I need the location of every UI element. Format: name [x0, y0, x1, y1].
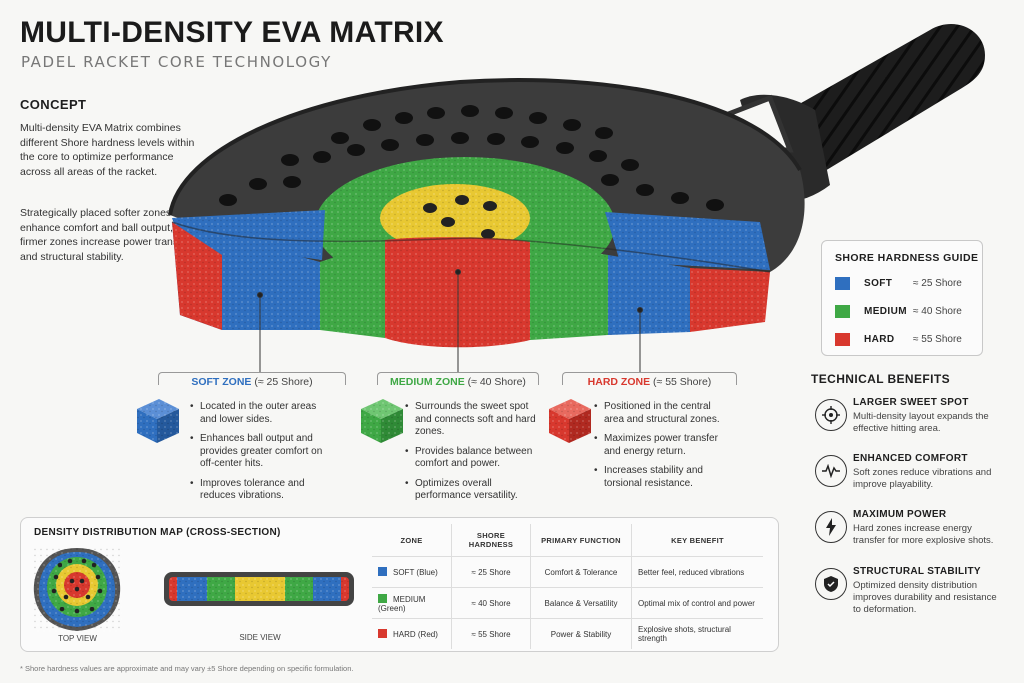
guide-label: SOFT — [864, 278, 893, 289]
zone-bracket — [562, 372, 737, 385]
side-view-density-map — [164, 572, 354, 606]
technical-benefits-heading: TECHNICAL BENEFITS — [811, 372, 950, 386]
list-item: Surrounds the sweet spot and connects so… — [405, 401, 540, 439]
benefit-title: LARGER SWEET SPOT — [853, 397, 969, 408]
guide-row-medium: MEDIUM ≈ 40 Shore — [835, 302, 975, 322]
medium-zone-heading: MEDIUM ZONE (≈ 40 Shore) — [377, 376, 539, 388]
list-item: Improves tolerance and reduces vibration… — [190, 478, 325, 503]
table-row: SOFT (Blue) ≈ 25 Shore Comfort & Toleran… — [372, 556, 763, 588]
benefit-maximum-power: MAXIMUM POWER Hard zones increase energy… — [811, 509, 1011, 559]
hard-zone-heading: HARD ZONE (≈ 55 Shore) — [562, 376, 737, 388]
hard-zone-card: HARD ZONE (≈ 55 Shore) — [562, 372, 737, 388]
density-map-heading: DENSITY DISTRIBUTION MAP (CROSS-SECTION) — [34, 527, 281, 538]
zone-bracket — [377, 372, 539, 385]
table-cell: Better feel, reduced vibrations — [631, 556, 763, 588]
pulse-icon — [815, 455, 847, 487]
concept-paragraph-1: Multi-density EVA Matrix combines differ… — [20, 122, 195, 178]
medium-zone-bullets: Surrounds the sweet spot and connects so… — [405, 401, 540, 510]
benefit-title: ENHANCED COMFORT — [853, 453, 968, 464]
guide-value: ≈ 25 Shore — [913, 278, 962, 289]
table-cell: MEDIUM (Green) — [372, 587, 452, 619]
guide-row-hard: HARD ≈ 55 Shore — [835, 330, 975, 350]
soft-swatch — [378, 567, 387, 576]
guide-title: SHORE HARDNESS GUIDE — [835, 252, 979, 264]
medium-swatch — [378, 593, 387, 603]
table-cell: ≈ 40 Shore — [451, 587, 531, 619]
list-item: Enhances ball output and provides greate… — [190, 433, 325, 471]
table-cell: ≈ 55 Shore — [451, 618, 531, 649]
table-header: ZONE — [372, 524, 452, 557]
zone-summary-table: ZONE SHORE HARDNESS PRIMARY FUNCTION KEY… — [372, 524, 763, 649]
list-item: Maximizes power transfer and energy retu… — [594, 433, 729, 458]
lightning-icon — [815, 511, 847, 543]
racket-holes — [219, 105, 724, 211]
benefit-structural-stability: STRUCTURAL STABILITY Optimized density d… — [811, 566, 1011, 616]
table-header: PRIMARY FUNCTION — [530, 524, 632, 557]
guide-label: MEDIUM — [864, 306, 907, 317]
guide-value: ≈ 55 Shore — [913, 334, 962, 345]
benefit-desc: Multi-density layout expands the effecti… — [853, 411, 989, 434]
list-item: Provides balance between comfort and pow… — [405, 446, 540, 471]
list-item: Optimizes overall performance versatilit… — [405, 478, 540, 503]
medium-foam-cube-icon — [361, 399, 403, 443]
list-item: Positioned in the central area and struc… — [594, 401, 729, 426]
benefit-enhanced-comfort: ENHANCED COMFORT Soft zones reduce vibra… — [811, 453, 1011, 503]
hard-foam-cube-icon — [549, 399, 591, 443]
concept-paragraph-2: Strategically placed softer zones enhanc… — [20, 207, 200, 263]
table-header-row: ZONE SHORE HARDNESS PRIMARY FUNCTION KEY… — [372, 524, 763, 557]
top-view-density-map — [33, 548, 122, 632]
benefit-desc: Soft zones reduce vibrations and improve… — [853, 467, 992, 490]
concept-heading: CONCEPT — [20, 97, 87, 112]
medium-zone-card: MEDIUM ZONE (≈ 40 Shore) — [377, 372, 539, 388]
page-title: MULTI-DENSITY EVA MATRIX — [20, 16, 444, 49]
shore-hardness-guide: SHORE HARDNESS GUIDE SOFT ≈ 25 Shore MED… — [821, 240, 983, 356]
table-row: MEDIUM (Green) ≈ 40 Shore Balance & Vers… — [372, 587, 763, 619]
guide-value: ≈ 40 Shore — [913, 306, 962, 317]
list-item: Increases stability and torsional resist… — [594, 465, 729, 490]
table-cell: Balance & Versatility — [530, 587, 632, 619]
benefit-title: STRUCTURAL STABILITY — [853, 566, 981, 577]
table-cell: Power & Stability — [530, 618, 632, 649]
target-icon — [815, 399, 847, 431]
table-cell: Explosive shots, structural strength — [631, 618, 763, 649]
table-cell: Optimal mix of control and power — [631, 587, 763, 619]
page-subtitle: PADEL RACKET CORE TECHNOLOGY — [21, 53, 332, 71]
soft-swatch — [835, 277, 850, 290]
side-view-caption: SIDE VIEW — [239, 633, 281, 642]
soft-zone-heading: SOFT ZONE (≈ 25 Shore) — [158, 376, 346, 388]
guide-label: HARD — [864, 334, 895, 345]
zone-bracket — [158, 372, 346, 385]
soft-zone-bullets: Located in the outer areas and lower sid… — [190, 401, 325, 510]
list-item: Located in the outer areas and lower sid… — [190, 401, 325, 426]
table-cell: Comfort & Tolerance — [530, 556, 632, 588]
benefit-desc: Optimized density distribution improves … — [853, 580, 997, 615]
table-cell: SOFT (Blue) — [372, 556, 452, 588]
shield-check-icon — [815, 568, 847, 600]
medium-swatch — [835, 305, 850, 318]
benefit-title: MAXIMUM POWER — [853, 509, 947, 520]
top-view-caption: TOP VIEW — [58, 634, 97, 643]
footnote: * Shore hardness values are approximate … — [20, 664, 354, 673]
guide-row-soft: SOFT ≈ 25 Shore — [835, 274, 975, 294]
soft-zone-card: SOFT ZONE (≈ 25 Shore) — [158, 372, 346, 388]
hard-zone-bullets: Positioned in the central area and struc… — [594, 401, 729, 497]
benefit-desc: Hard zones increase energy transfer for … — [853, 523, 994, 546]
table-header: KEY BENEFIT — [631, 524, 763, 557]
benefit-larger-sweet-spot: LARGER SWEET SPOT Multi-density layout e… — [811, 397, 1011, 447]
table-cell: HARD (Red) — [372, 618, 452, 649]
table-header: SHORE HARDNESS — [451, 524, 531, 557]
soft-foam-cube-icon — [137, 399, 179, 443]
zone-leader-lines — [257, 269, 643, 372]
hard-swatch — [378, 629, 387, 638]
table-cell: ≈ 25 Shore — [451, 556, 531, 588]
table-row: HARD (Red) ≈ 55 Shore Power & Stability … — [372, 618, 763, 649]
hard-swatch — [835, 333, 850, 346]
